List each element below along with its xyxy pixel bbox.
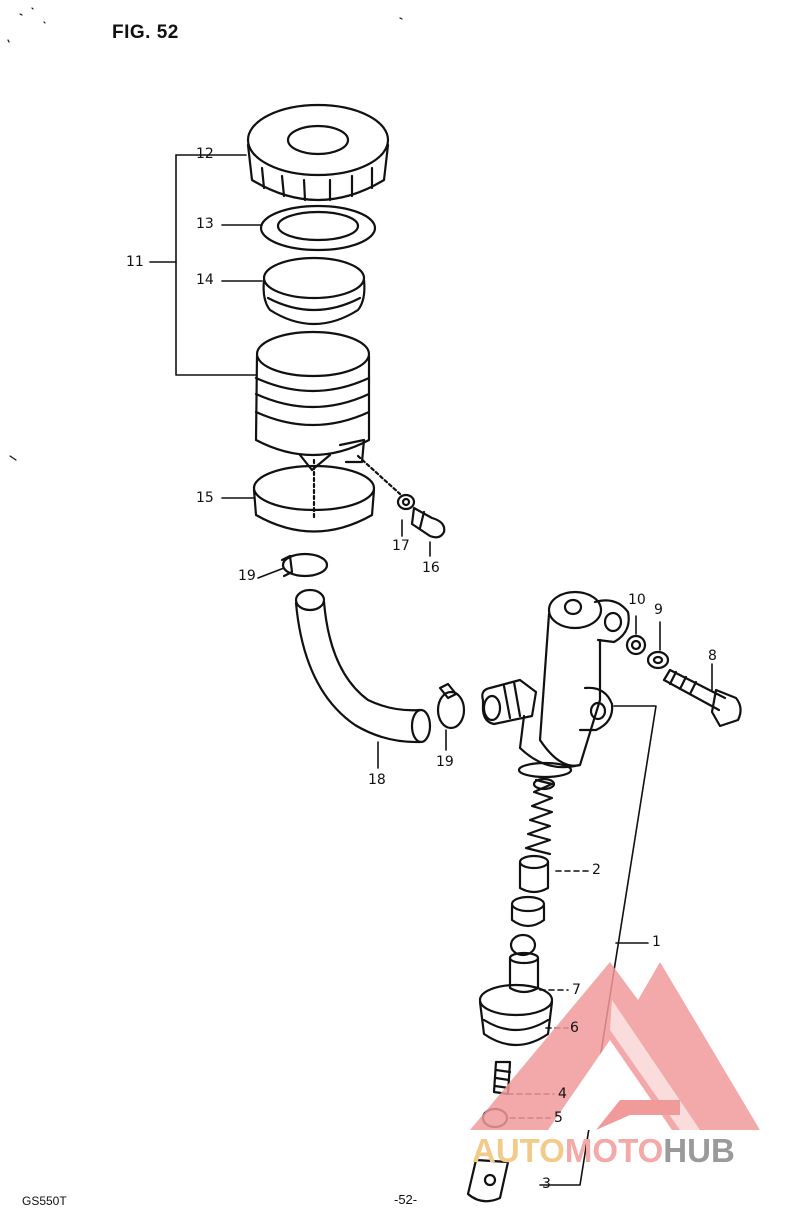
- spring-part: [510, 777, 556, 928]
- hose-part: [294, 588, 432, 744]
- watermark-text: AUTOMOTOHUB: [472, 1132, 735, 1170]
- callout-2: 2: [592, 862, 601, 878]
- master-cylinder-part: [481, 590, 630, 779]
- reservoir-band-part: [252, 458, 376, 533]
- callout-19-lower: 19: [436, 754, 454, 770]
- watermark-text-hub: HUB: [663, 1132, 735, 1169]
- model-label: GS550T: [22, 1194, 67, 1208]
- callout-14: 14: [196, 272, 214, 288]
- figure-title: FIG. 52: [112, 22, 179, 43]
- watermark-logo: [470, 962, 760, 1130]
- callout-13: 13: [196, 216, 214, 232]
- callout-4: 4: [558, 1086, 567, 1102]
- callout-12: 12: [196, 146, 214, 162]
- callout-3: 3: [542, 1176, 551, 1192]
- reservoir-body-part: [254, 330, 371, 472]
- reservoir-cap-part: [246, 103, 390, 202]
- hose-clamp-part: [280, 552, 466, 730]
- callout-18: 18: [368, 772, 386, 788]
- diaphragm-part: [262, 256, 366, 326]
- bolt-part: [625, 634, 742, 728]
- callout-19-upper: 19: [238, 568, 256, 584]
- callout-15: 15: [196, 490, 214, 506]
- page-number: -52-: [394, 1192, 418, 1207]
- callout-9: 9: [654, 602, 663, 618]
- diaphragm-plate-part: [259, 204, 377, 252]
- callout-17: 17: [392, 538, 410, 554]
- callout-8: 8: [708, 648, 717, 664]
- watermark-text-auto: AUTO: [472, 1132, 565, 1169]
- callout-11: 11: [126, 254, 144, 270]
- scan-specks: [7, 7, 403, 461]
- callout-7: 7: [572, 982, 581, 998]
- screw-part: [356, 454, 446, 539]
- callout-16: 16: [422, 560, 440, 576]
- callout-1: 1: [652, 934, 661, 950]
- callout-6: 6: [570, 1020, 579, 1036]
- piston-part: [478, 933, 554, 1046]
- watermark-text-moto: MOTO: [564, 1132, 664, 1169]
- callout-10: 10: [628, 592, 646, 608]
- callout-5: 5: [554, 1110, 563, 1126]
